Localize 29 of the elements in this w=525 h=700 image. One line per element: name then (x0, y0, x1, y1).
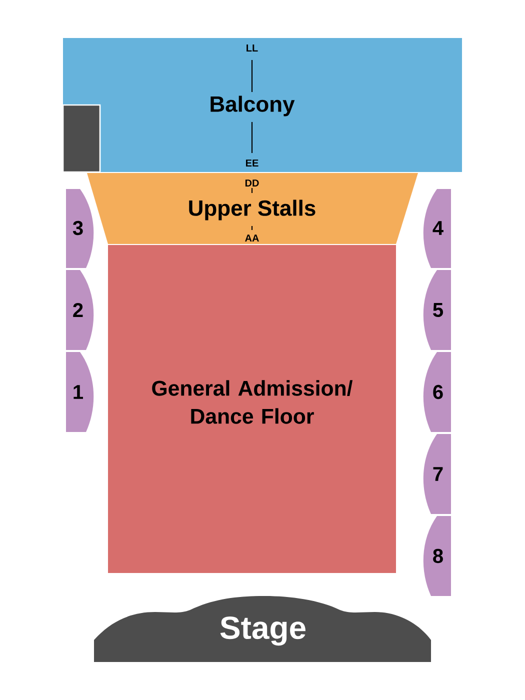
stage (94, 596, 431, 662)
seating-section (66, 352, 94, 432)
seating-section (66, 189, 94, 268)
blocked-area (62, 104, 101, 173)
section-number: 5 (433, 303, 443, 317)
row-label: EE (246, 160, 258, 166)
section-label: Upper Stalls (189, 200, 316, 220)
section-number: 6 (433, 384, 443, 400)
seating-section (423, 434, 451, 514)
section-number: 7 (433, 467, 443, 481)
stage-label: Stage (220, 616, 306, 646)
seating-section (423, 352, 451, 432)
dance-floor-section (108, 245, 396, 573)
upper-stalls-section (87, 173, 418, 244)
balcony-section (63, 38, 462, 172)
row-label: DD (245, 180, 259, 186)
section-number: 8 (433, 548, 443, 564)
section-number: 2 (73, 303, 83, 317)
section-label: Balcony (210, 96, 295, 116)
seating-section (423, 189, 451, 268)
seating-section (66, 270, 94, 350)
seating-section (423, 516, 451, 596)
seating-section (423, 270, 451, 350)
row-label: AA (245, 234, 259, 242)
section-label: General Admission/ Dance Floor (152, 380, 353, 424)
section-number: 4 (432, 221, 444, 235)
section-number: 3 (72, 220, 83, 236)
section-number: 1 (74, 385, 83, 399)
row-label: LL (246, 44, 258, 52)
